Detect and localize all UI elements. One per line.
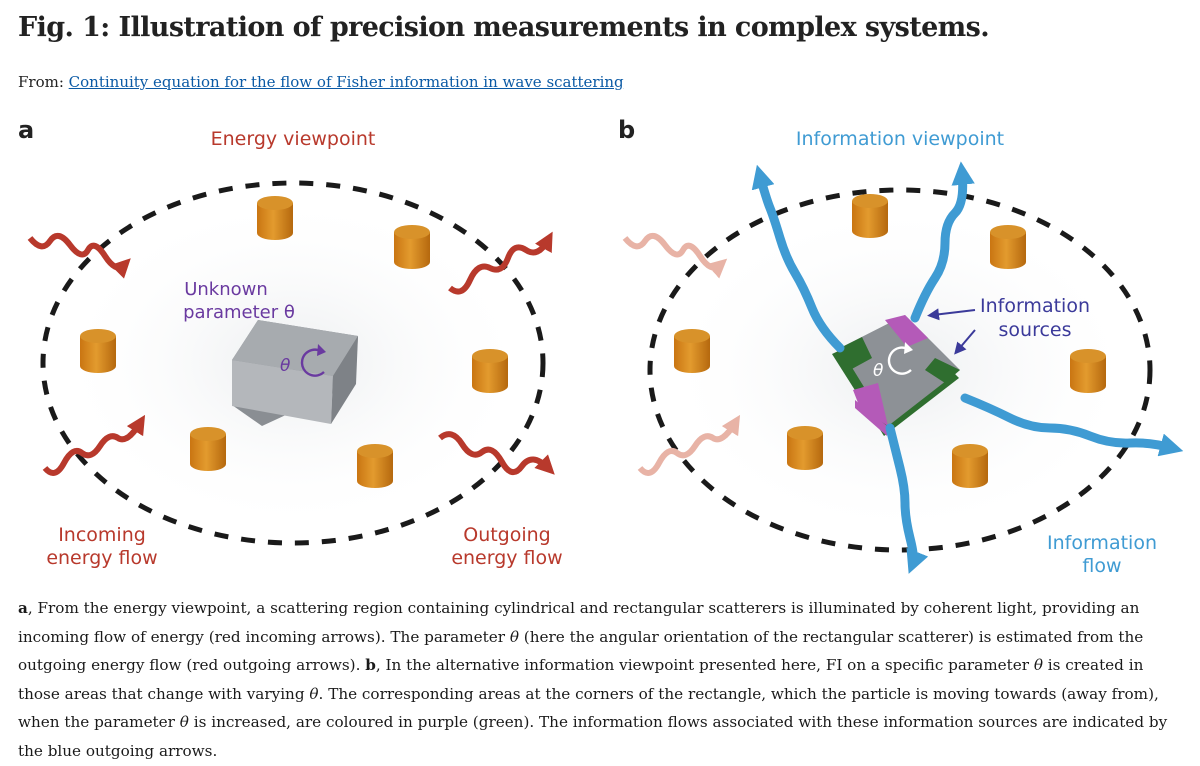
- cylinder-scatterer: [990, 225, 1026, 269]
- incoming-energy-arrow-icon: [27, 232, 131, 279]
- panel-b: b Information viewpoint θ: [618, 116, 1184, 577]
- information-flow-label-2: flow: [1082, 555, 1121, 577]
- information-sources-label-2: sources: [999, 319, 1072, 341]
- incoming-energy-arrow-icon: [42, 414, 146, 476]
- cylinder-scatterer: [852, 194, 888, 238]
- rotation-arrowhead-icon: [317, 344, 326, 356]
- panel-b-letter: b: [618, 116, 635, 144]
- information-flow-arrow-icon: [910, 161, 975, 323]
- outgoing-energy-arrow-icon: [448, 231, 553, 295]
- rotation-arrow-icon: [887, 346, 912, 375]
- figure-image: a Energy viewpoint θ Unknown parameter θ: [0, 108, 1200, 583]
- rectangular-scatterer-with-sources: [832, 315, 960, 436]
- information-viewpoint-heading: Information viewpoint: [796, 128, 1004, 150]
- figure-title: Fig. 1: Illustration of precision measur…: [18, 12, 990, 43]
- information-sources-label: Information: [980, 295, 1090, 317]
- source-line: From: Continuity equation for the flow o…: [18, 73, 624, 91]
- caption-theta: θ: [509, 627, 519, 646]
- caption-a-text-1: , From the energy viewpoint, a scatterin…: [18, 599, 1140, 646]
- faded-incoming-arrow-icon: [637, 414, 741, 476]
- caption-theta: θ: [309, 684, 319, 703]
- source-article-link[interactable]: Continuity equation for the flow of Fish…: [68, 73, 624, 91]
- caption-b-letter: b: [365, 656, 376, 675]
- panel-a-letter: a: [18, 116, 34, 144]
- rotation-arrowhead-icon: [904, 342, 913, 354]
- caption-b-text-1: , In the alternative information viewpoi…: [375, 656, 1034, 675]
- theta-symbol: θ: [280, 356, 291, 376]
- scattering-region-boundary: [40, 180, 546, 546]
- figure-caption: a, From the energy viewpoint, a scatteri…: [18, 594, 1186, 766]
- cylinder-scatterer: [357, 444, 393, 488]
- source-pointer-arrow-icon: [927, 308, 976, 321]
- cylinder-scatterer: [80, 329, 116, 373]
- cylinder-scatterer: [787, 426, 823, 470]
- unknown-parameter-label-2: parameter θ: [183, 302, 295, 323]
- unknown-parameter-label: Unknown: [184, 279, 268, 300]
- information-flow-arrow-icon: [960, 393, 1184, 457]
- cylinder-scatterer: [257, 196, 293, 240]
- incoming-energy-flow-label: Incoming: [58, 524, 146, 546]
- caption-b-text-3: . The corresponding areas at the corners…: [18, 684, 1159, 732]
- caption-b-text-2: is created in those areas that change wi…: [18, 656, 1144, 703]
- faded-incoming-arrow-icon: [622, 232, 728, 279]
- outgoing-energy-flow-label: Outgoing: [463, 524, 551, 546]
- scattering-region-boundary: [647, 187, 1153, 553]
- caption-theta: θ: [179, 713, 189, 732]
- rectangular-scatterer: [232, 320, 358, 426]
- cylinder-scatterer: [190, 427, 226, 471]
- caption-a-text-2: (here the angular orientation of the rec…: [18, 627, 1144, 675]
- caption-a-letter: a: [18, 599, 28, 617]
- cylinder-scatterer: [674, 329, 710, 373]
- caption-theta: θ: [1033, 656, 1043, 675]
- information-flow-arrow-icon: [751, 164, 845, 353]
- theta-symbol: θ: [873, 361, 884, 381]
- panel-a: a Energy viewpoint θ Unknown parameter θ: [18, 116, 563, 569]
- caption-b-text-4: is increased, are coloured in purple (gr…: [18, 713, 1168, 760]
- rotation-arrow-icon: [300, 348, 325, 377]
- outgoing-energy-flow-label-2: energy flow: [451, 547, 562, 569]
- cylinder-scatterer: [394, 225, 430, 269]
- cylinder-scatterer: [472, 349, 508, 393]
- information-flow-arrow-icon: [885, 423, 929, 574]
- cylinder-scatterer: [1070, 349, 1106, 393]
- from-label: From:: [18, 73, 64, 91]
- energy-viewpoint-heading: Energy viewpoint: [211, 128, 376, 150]
- cylinder-scatterer: [952, 444, 988, 488]
- incoming-energy-flow-label-2: energy flow: [46, 547, 157, 569]
- outgoing-energy-arrow-icon: [438, 431, 555, 475]
- information-flow-label: Information: [1047, 532, 1157, 554]
- source-pointer-arrow-icon: [954, 329, 976, 355]
